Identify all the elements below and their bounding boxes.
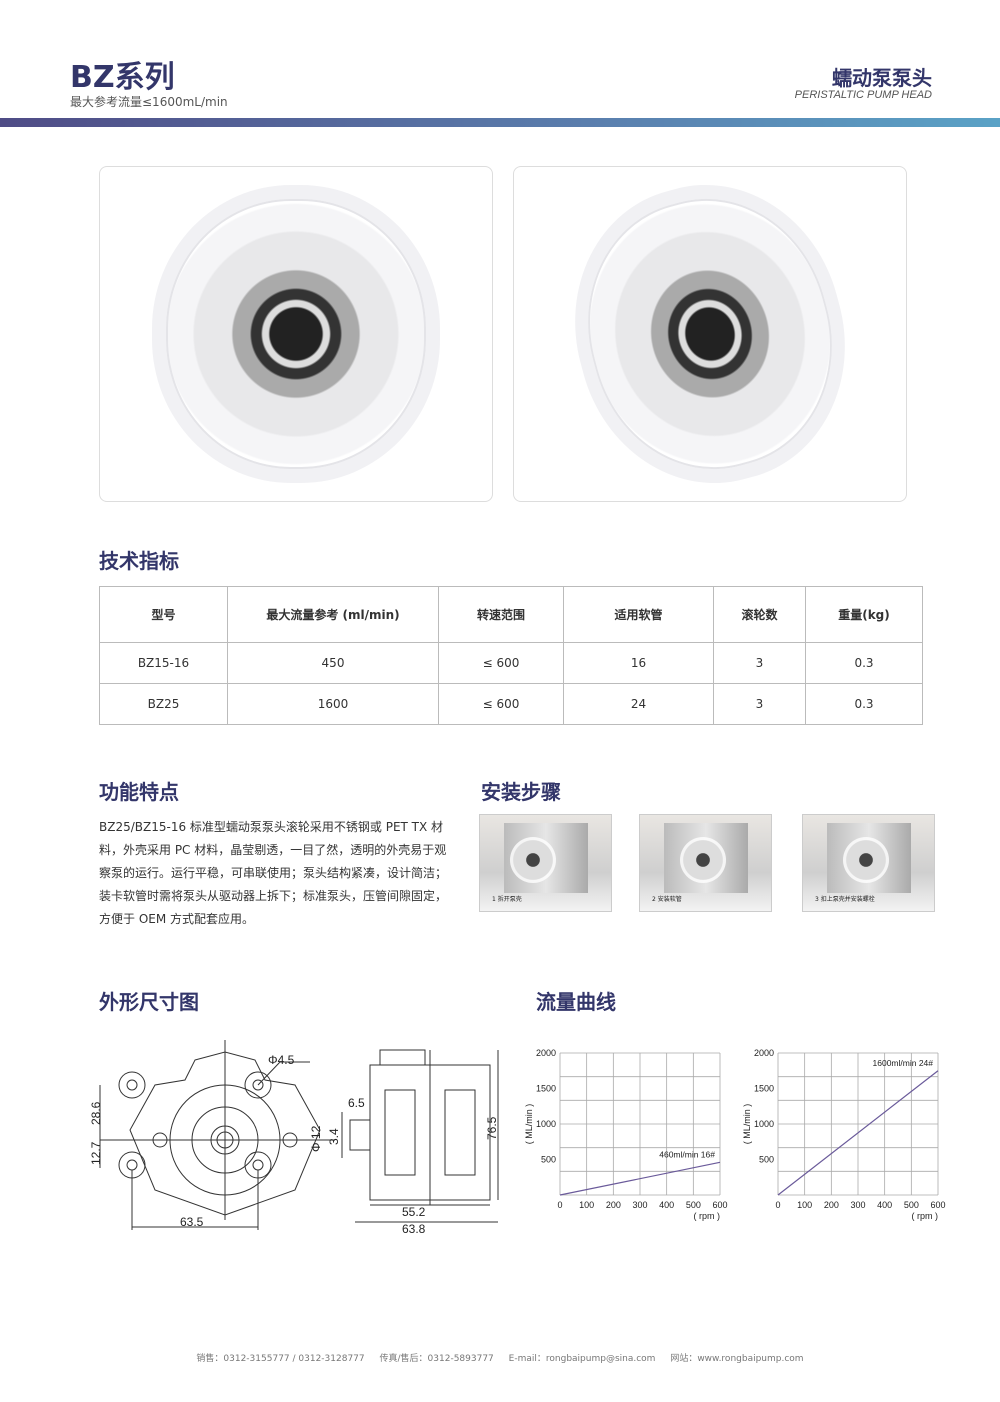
y-tick-label: 500 [759,1155,774,1165]
features-heading: 功能特点 [99,780,179,804]
email: E-mail：rongbaipump@sina.com [508,1354,656,1364]
cell: BZ15-16 [99,642,228,684]
col-header: 转速范围 [438,586,564,643]
y-tick-label: 1000 [754,1119,774,1129]
cell: ≤ 600 [438,683,564,725]
x-tick-label: 600 [930,1200,945,1210]
cell: 1600 [227,683,439,725]
cell: 16 [563,642,714,684]
dimensions-heading: 外形尺寸图 [99,990,199,1014]
dim-label: 76.5 [485,1116,499,1140]
spec-table: 型号 最大流量参考 (ml/min) 转速范围 适用软管 滚轮数 重量(kg) … [99,586,923,725]
install-step-2: 2 安装软管 [639,814,772,912]
x-tick-label: 100 [797,1200,812,1210]
curve-annotation: 1600ml/min 24# [873,1058,934,1068]
y-tick-label: 1500 [536,1084,556,1094]
y-tick-label: 1500 [754,1084,774,1094]
dimension-drawing: Φ4.5 28.6 12.7 63.5 6.5 Φ 12 3.4 76.5 55… [89,1040,499,1236]
cell: ≤ 600 [438,642,564,684]
sales-phone: 销售：0312-3155777 / 0312-3128777 [196,1354,365,1364]
side-view [341,1049,499,1223]
front-view [99,1040,335,1230]
table-row: BZ25 1600 ≤ 600 24 3 0.3 [99,683,923,725]
col-header: 型号 [99,586,228,643]
table-header: 型号 最大流量参考 (ml/min) 转速范围 适用软管 滚轮数 重量(kg) [99,586,923,643]
col-header: 最大流量参考 (ml/min) [227,586,439,643]
product-category-en: PERISTALTIC PUMP HEAD [794,89,932,101]
flow-curve [559,1161,721,1196]
flow-heading: 流量曲线 [536,990,616,1014]
x-tick-label: 300 [632,1200,647,1210]
x-tick-label: 400 [659,1200,674,1210]
x-tick-label: 200 [824,1200,839,1210]
dim-label: 63.8 [402,1222,426,1236]
dim-label: Φ 12 [309,1125,323,1152]
y-axis-label: ( ML/min ) [742,1104,752,1145]
product-photo-front [99,166,493,502]
cell: 3 [713,683,806,725]
dim-label: Φ4.5 [268,1053,295,1067]
cell: 0.3 [805,642,923,684]
fax: 传真/售后：0312-5893777 [379,1354,494,1364]
x-axis-label: ( rpm ) [912,1211,939,1221]
cell: 3 [713,642,806,684]
product-photo-angle [513,166,907,502]
step-caption: 3 扣上泵壳并安装螺栓 [815,896,875,903]
x-tick-label: 0 [775,1200,780,1210]
x-tick-label: 600 [712,1200,727,1210]
x-tick-label: 0 [557,1200,562,1210]
features-text: BZ25/BZ15-16 标准型蠕动泵泵头滚轮采用不锈钢或 PET TX 材料，… [99,820,448,926]
y-tick-label: 1000 [536,1119,556,1129]
col-header: 滚轮数 [713,586,806,643]
x-tick-label: 300 [850,1200,865,1210]
install-step-3: 3 扣上泵壳并安装螺栓 [802,814,935,912]
y-tick-label: 2000 [754,1048,774,1058]
install-step-1: 1 拆开泵壳 [479,814,612,912]
y-tick-label: 500 [541,1155,556,1165]
x-tick-label: 200 [606,1200,621,1210]
x-axis-label: ( rpm ) [694,1211,721,1221]
x-tick-label: 100 [579,1200,594,1210]
header-band [0,118,1000,127]
dim-label: 3.4 [327,1128,341,1145]
table-row: BZ15-16 450 ≤ 600 16 3 0.3 [99,642,923,684]
x-tick-label: 500 [686,1200,701,1210]
col-header: 重量(kg) [805,586,923,643]
cell: BZ25 [99,683,228,725]
x-tick-label: 500 [904,1200,919,1210]
dim-label: 28.6 [89,1101,103,1125]
cell: 0.3 [805,683,923,725]
y-axis-label: ( ML/min ) [524,1104,534,1145]
dim-label: 12.7 [89,1141,103,1165]
series-subtitle: 最大参考流量≤1600mL/min [70,95,228,109]
flow-chart-bz15: 0 100 200 300 400 500 600 500 1000 1500 2000 ( rpm … [524,1048,728,1221]
step-caption: 1 拆开泵壳 [492,896,522,903]
step-caption: 2 安装软管 [652,896,682,903]
footer-contacts: 销售：0312-3155777 / 0312-3128777 传真/售后：031… [0,1351,1000,1364]
specs-heading: 技术指标 [99,549,179,573]
dim-label: 55.2 [402,1205,426,1219]
col-header: 适用软管 [563,586,714,643]
cell: 24 [563,683,714,725]
website: 网站：www.rongbaipump.com [670,1354,804,1364]
flow-curve [777,1070,939,1196]
dim-label: 6.5 [348,1096,365,1110]
y-tick-label: 2000 [536,1048,556,1058]
cell: 450 [227,642,439,684]
product-category: 蠕动泵泵头 [832,66,932,90]
install-heading: 安装步骤 [481,780,561,804]
x-tick-label: 400 [877,1200,892,1210]
dim-label: 63.5 [180,1215,204,1229]
curve-annotation: 460ml/min 16# [659,1149,715,1159]
flow-chart-bz25: 0 100 200 300 400 500 600 500 1000 1500 2000 ( rpm … [742,1048,946,1221]
series-title: BZ系列 [70,60,175,95]
